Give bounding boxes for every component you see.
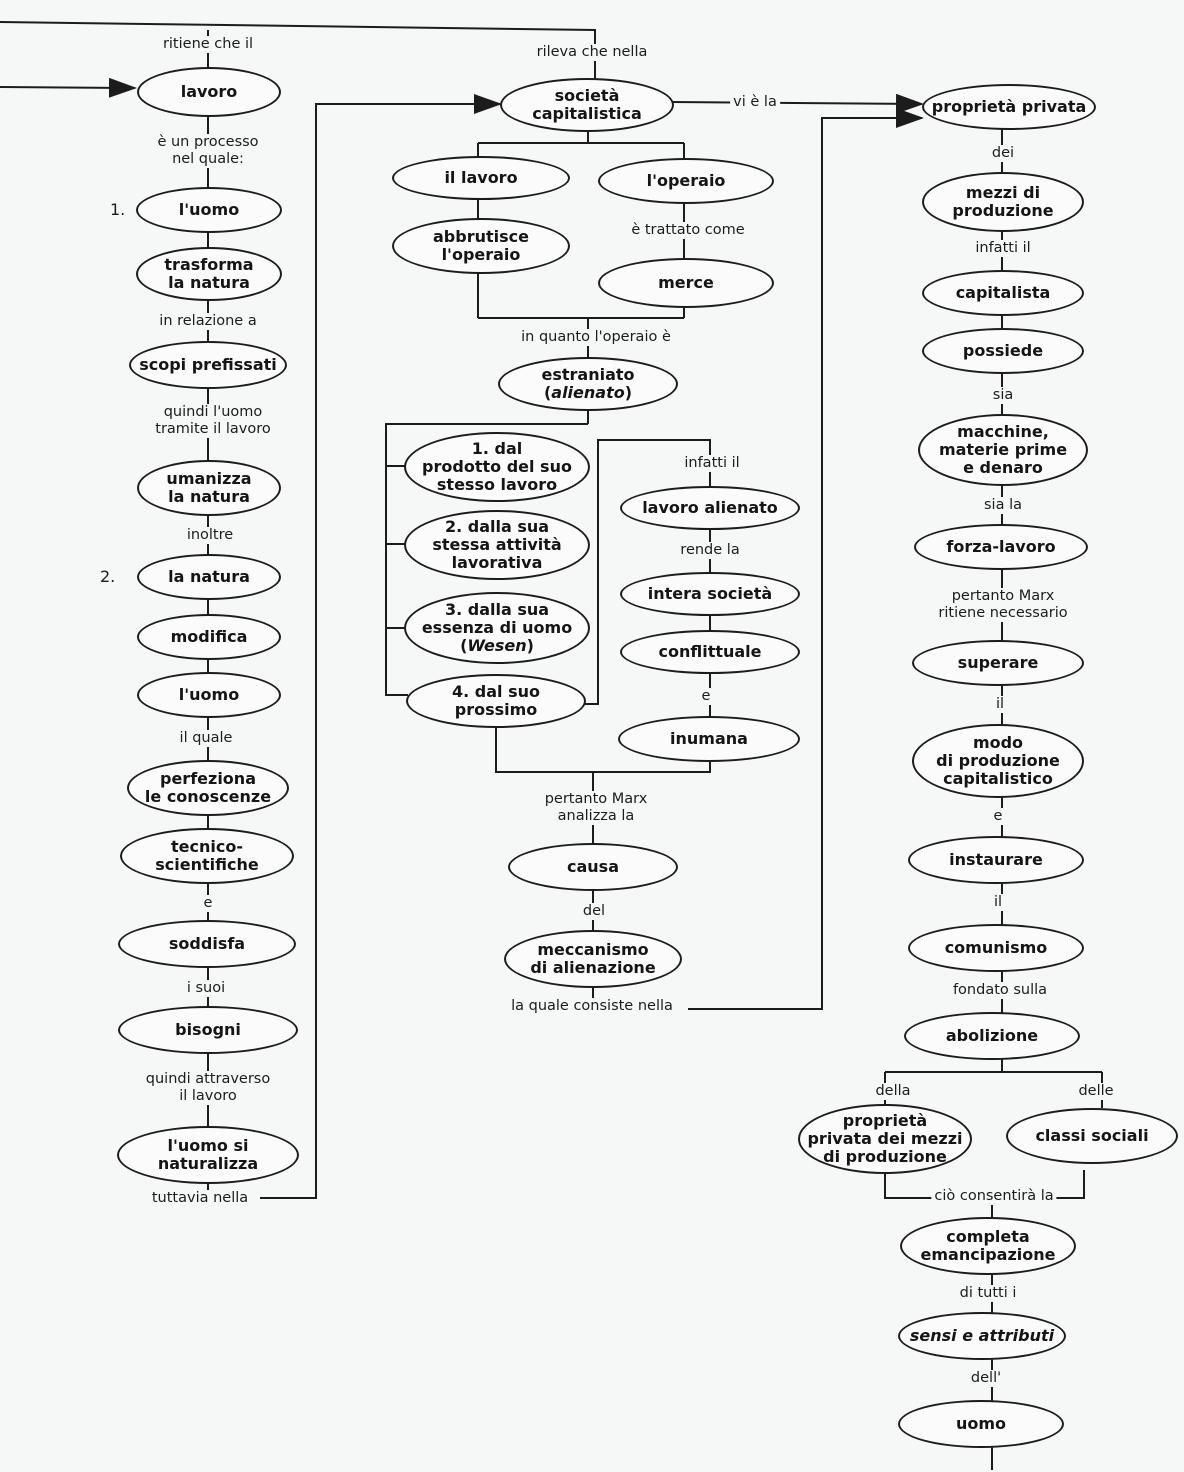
label-ritiene: ritiene che il [159, 36, 257, 53]
node-dal-prossimo: 4. dal suo prossimo [406, 674, 586, 728]
node-possiede: possiede [922, 328, 1084, 374]
number-2: 2. [100, 567, 116, 586]
node-causa: causa [508, 843, 678, 891]
number-1: 1. [110, 200, 126, 219]
label-rende: rende la [677, 542, 743, 559]
node-natura: la natura [137, 554, 281, 600]
node-societa: società capitalistica [500, 78, 674, 132]
label-della: della [872, 1083, 914, 1100]
node-modifica: modifica [137, 614, 281, 660]
node-classi-sociali: classi sociali [1006, 1108, 1178, 1164]
node-merce: merce [598, 258, 774, 308]
node-modo: modo di produzione capitalistico [912, 724, 1084, 798]
label-e-2: e [698, 688, 714, 705]
node-perfeziona: perfeziona le conoscenze [127, 760, 289, 816]
label-quindi: quindi l'uomo tramite il lavoro [152, 404, 274, 438]
node-conflittuale: conflittuale [620, 630, 800, 674]
node-lavoro: lavoro [137, 67, 281, 117]
node-soddisfa: soddisfa [118, 920, 296, 968]
label-fondato: fondato sulla [949, 982, 1051, 999]
node-abolizione: abolizione [904, 1012, 1080, 1060]
node-lavoro-alienato: lavoro alienato [620, 486, 800, 530]
node-il-lavoro: il lavoro [392, 156, 570, 200]
node-intera-societa: intera società [620, 572, 800, 616]
node-superare: superare [912, 640, 1084, 686]
label-vie: vi è la [730, 94, 780, 111]
node-trasforma: trasforma la natura [136, 247, 282, 301]
node-uomo-2: l'uomo [137, 672, 281, 718]
node-macchine: macchine, materie prime e denaro [918, 414, 1088, 486]
label-del: del [579, 903, 609, 920]
label-e-1: e [200, 895, 216, 912]
label-ditutti: di tutti i [956, 1285, 1020, 1302]
label-consentira: ciò consentirà la [931, 1188, 1057, 1205]
node-naturalizza: l'uomo si naturalizza [117, 1126, 299, 1184]
label-inoltre: inoltre [183, 527, 237, 544]
label-sia: sia [989, 387, 1017, 404]
node-estraniato: estraniato(alienato) [498, 357, 678, 411]
label-consiste: la quale consiste nella [508, 998, 676, 1015]
label-il-1: il [992, 696, 1008, 713]
label-infatti-3: infatti il [972, 240, 1034, 257]
node-dalla-essenza: 3. dalla sua essenza di uomo (Wesen) [404, 592, 590, 664]
node-scopi: scopi prefissati [129, 341, 287, 389]
node-uomo-final: uomo [898, 1400, 1064, 1448]
node-tecnico: tecnico- scientifiche [120, 828, 294, 884]
label-delle: delle [1075, 1083, 1117, 1100]
label-relazione: in relazione a [156, 313, 260, 330]
label-processo: è un processo nel quale: [154, 134, 262, 168]
node-sensi: sensi e attributi [898, 1312, 1066, 1360]
node-abbrutisce: abbrutisce l'operaio [392, 218, 570, 274]
label-siala: sia la [981, 497, 1025, 514]
node-completa-emancipazione: completa emancipazione [900, 1217, 1076, 1275]
label-dei: dei [988, 145, 1018, 162]
label-tuttavia: tuttavia nella [148, 1190, 252, 1207]
node-umanizza: umanizza la natura [137, 460, 281, 516]
label-ilquale: il quale [176, 730, 236, 747]
label-il-2: il [990, 894, 1006, 911]
label-dell: dell' [967, 1370, 1005, 1387]
label-e-3: e [990, 808, 1006, 825]
label-trattato: è trattato come [628, 222, 748, 239]
node-capitalista: capitalista [922, 270, 1084, 316]
node-proprieta-privata: proprietà privata [922, 84, 1096, 130]
node-meccanismo: meccanismo di alienazione [504, 930, 682, 988]
label-infatti-2: infatti il [681, 455, 743, 472]
node-instaurare: instaurare [908, 836, 1084, 884]
node-bisogni: bisogni [118, 1006, 298, 1054]
node-comunismo: comunismo [908, 924, 1084, 972]
node-mezzi: mezzi di produzione [922, 172, 1084, 232]
node-inumana: inumana [618, 716, 800, 762]
node-uomo-1: l'uomo [136, 187, 282, 233]
node-dalla-attivita: 2. dalla sua stessa attività lavorativa [404, 510, 590, 580]
label-inquanto: in quanto l'operaio è [518, 329, 674, 346]
node-operaio: l'operaio [598, 158, 774, 204]
label-pertanto-3: pertanto Marx ritiene necessario [935, 588, 1071, 622]
node-forza-lavoro: forza-lavoro [914, 524, 1088, 570]
node-proprieta-mezzi: proprietà privata dei mezzi di produzion… [798, 1104, 972, 1174]
label-pertanto-2: pertanto Marx analizza la [541, 791, 651, 825]
label-isuoi: i suoi [183, 980, 229, 997]
node-dal-prodotto: 1. dal prodotto del suo stesso lavoro [404, 432, 590, 502]
label-rileva: rileva che nella [533, 44, 651, 61]
label-attraverso: quindi attraverso il lavoro [142, 1071, 274, 1105]
